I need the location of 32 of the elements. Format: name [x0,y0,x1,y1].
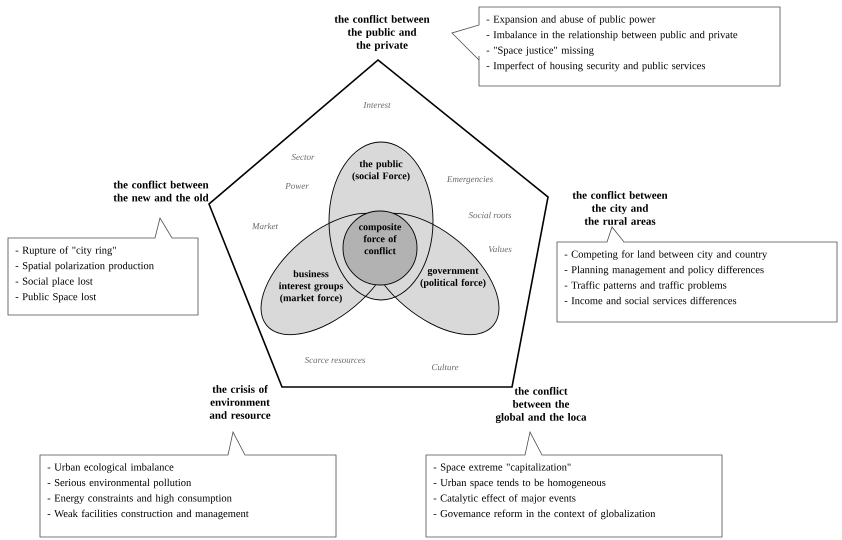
keyword: Culture [432,364,458,370]
node-label: - Catalytic effect of major events [434,494,576,504]
node-label: - Urban ecological imbalance [48,463,174,473]
node-label: - Serious environmental pollution [48,478,192,488]
node-label: - Traffic patterns and traffic problems [564,281,726,291]
keyword: Scarce resources [304,356,366,364]
keyword: Emergencies [446,176,493,184]
heading: the crisis of environment and resource [210,385,270,419]
node-label: - Govemance reform in the context of globalization [434,510,656,520]
callout-box: - Urban ecological imbalance - Serious environmental pollution - Energy constraints and high consumption - Weak facilities construction and management [40,430,336,538]
node-label: - Imperfect of housing security and public services [486,62,706,72]
heading: the conflict between the global and the loca [496,386,586,424]
keyword: Power [285,183,309,189]
node-label: - Income and social services differences [564,296,736,304]
heading: the conflict between the city and the rural areas [572,191,668,225]
node-label: - Space extreme "capitalization" [434,463,571,473]
keyword: Sector [292,154,315,160]
node-label: - Weak facilities construction and management [48,510,249,520]
node-label: - "Space justice" missing [486,46,594,56]
callout-box: - Space extreme "capitalization" - Urban space tends to be homogeneous - Catalytic effect of major events - Govemance reform in the context of globalization [426,430,722,538]
keyword: Interest [363,102,391,108]
callout-box: - Competing for land between city and country - Planning management and policy differences - Traffic patterns and traffic problems - Income and social services differences [556,226,838,322]
node-label: - Imbalance in the relationship between public and private [486,30,738,40]
node-label: - Planning management and policy differences [564,266,764,276]
callout-box: - Rupture of "city ring" - Spatial polarization production - Social place lost - Public Space lost [8,216,198,316]
heading: the conflict between the new and the old [114,180,209,202]
node-label: - Urban space tends to be homogeneous [434,478,606,488]
callout-box: - Expansion and abuse of public power - Imbalance in the relationship between public and private - "Space justice" missing - Imperfect of housing security and public services [451,6,780,86]
node-label: - Competing for land between city and country [564,250,768,260]
node-label: - Energy constraints and high consumption [48,494,232,504]
node-label: - Expansion and abuse of public power [486,15,656,25]
heading: the conflict between the public and the private [334,14,430,52]
